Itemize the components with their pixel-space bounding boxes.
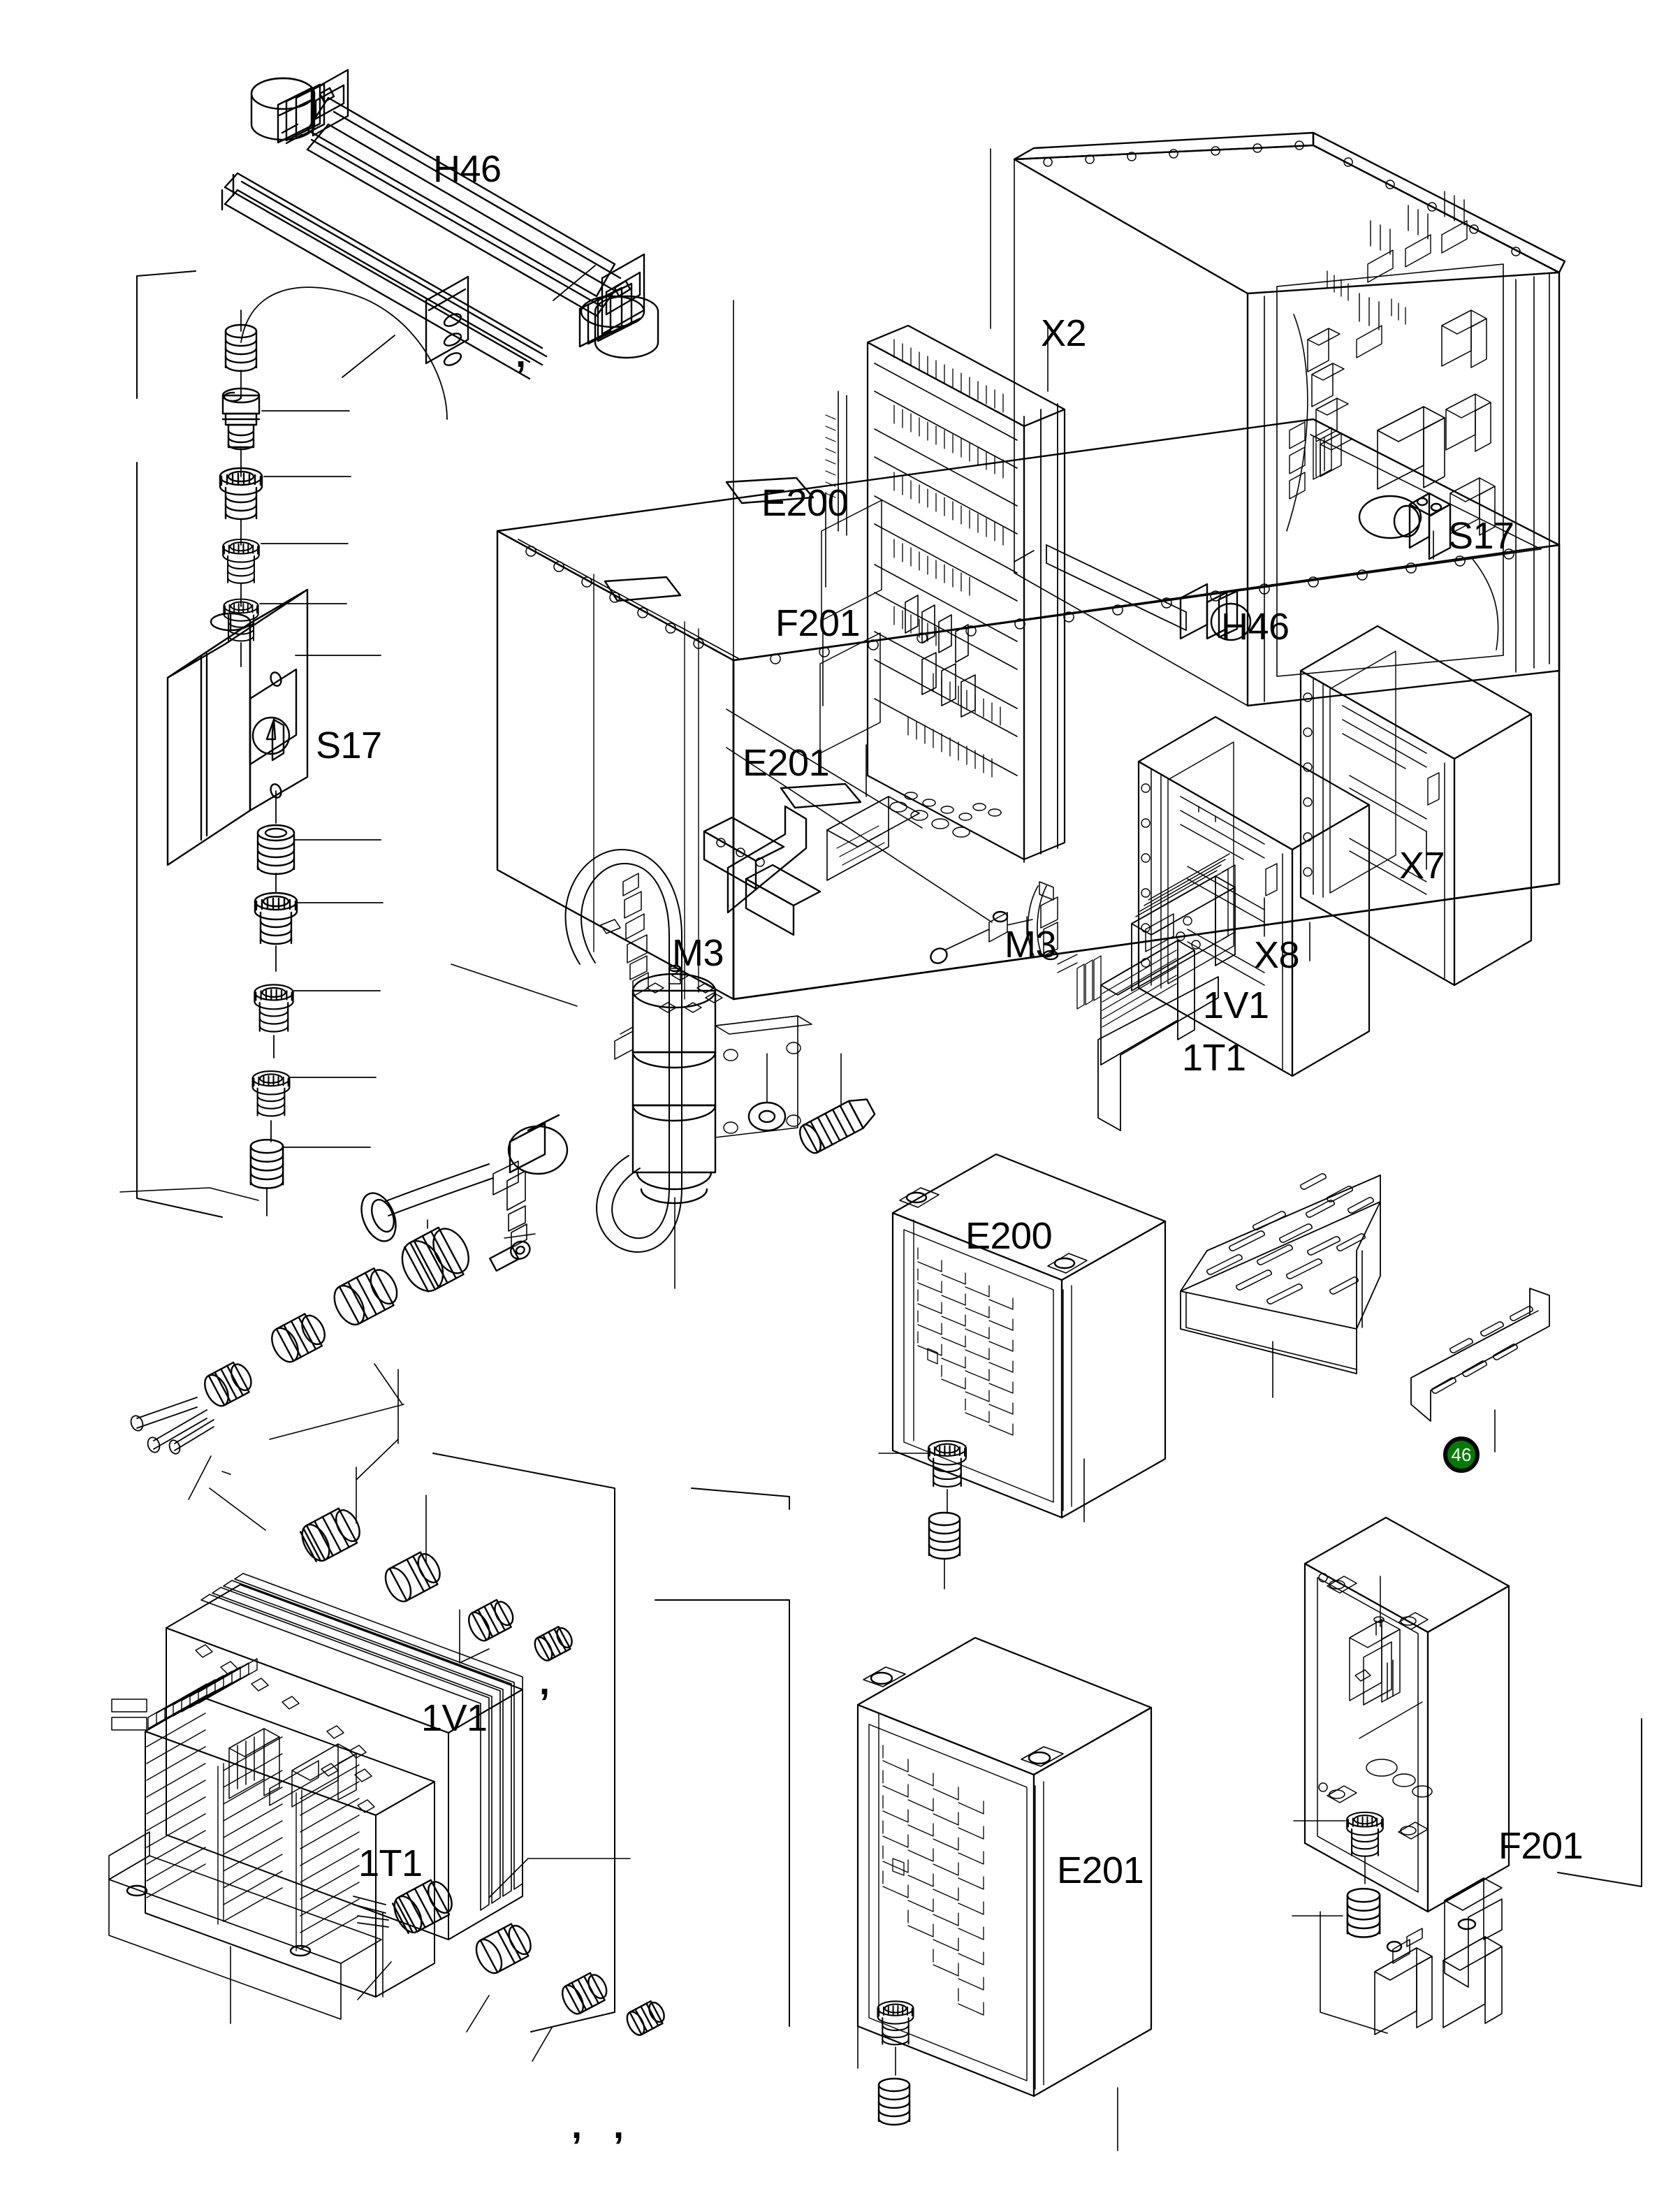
label-1v1-unit: 1V1 bbox=[421, 1697, 488, 1739]
label-x7: X7 bbox=[1399, 845, 1445, 887]
cabinet-1v1-1t1 bbox=[1057, 853, 1236, 1131]
label-f201-unit: F201 bbox=[1498, 1825, 1584, 1867]
label-e201-cabinet: E201 bbox=[743, 742, 830, 784]
h46-cabinet-heater bbox=[1014, 544, 1252, 641]
label-m3-left: M3 bbox=[672, 932, 724, 974]
s17-switch-box bbox=[166, 588, 381, 875]
e201-unit bbox=[856, 1636, 1153, 2151]
x2-terminal-rack bbox=[825, 324, 1066, 881]
1v1-1t1-unit bbox=[108, 1573, 523, 2024]
label-e200-unit: E200 bbox=[965, 1215, 1053, 1257]
main-cabinet bbox=[496, 131, 1566, 1001]
label-s17-cabinet: S17 bbox=[1448, 515, 1514, 557]
label-1v1-cabinet: 1V1 bbox=[1203, 984, 1269, 1026]
label-x8: X8 bbox=[1254, 934, 1300, 976]
cabinet-component-panel bbox=[1276, 191, 1504, 677]
comma-mark-h46: , bbox=[516, 333, 527, 375]
label-m3-cabinet: M3 bbox=[1005, 924, 1057, 966]
callout-badge-46[interactable]: 46 bbox=[1443, 1437, 1480, 1473]
comma-mark-1v1: , bbox=[539, 1661, 550, 1703]
connector-exploded-upper bbox=[119, 1187, 536, 1500]
x7-x8-door-panels bbox=[1137, 625, 1533, 1077]
label-h46-top: H46 bbox=[433, 148, 502, 190]
label-1t1-cabinet: 1T1 bbox=[1182, 1037, 1246, 1079]
left-group-bracket bbox=[136, 270, 223, 1218]
label-e200-cabinet: E200 bbox=[761, 482, 849, 524]
label-s17-left: S17 bbox=[316, 725, 382, 766]
cable-tray-assembly bbox=[1180, 1173, 1550, 1453]
e200-unit bbox=[878, 1153, 1167, 1590]
connector-exploded-1v1 bbox=[209, 1467, 573, 1664]
label-x2: X2 bbox=[1041, 312, 1087, 354]
connector-exploded-1t1 bbox=[353, 1858, 665, 2062]
h46-heater-assembly bbox=[221, 68, 659, 380]
f201-unit bbox=[1292, 1516, 1510, 2035]
s17-gland-stack-lower bbox=[249, 873, 384, 1216]
label-e201-unit: E201 bbox=[1057, 1849, 1144, 1891]
s17-cabinet-box bbox=[1408, 492, 1452, 560]
comma-mark-b: , bbox=[613, 2104, 624, 2146]
cabinet-m3-pump bbox=[930, 881, 1059, 964]
label-1t1-unit: 1T1 bbox=[358, 1842, 423, 1884]
s17-gland-stack-upper bbox=[219, 286, 448, 667]
label-f201-cabinet: F201 bbox=[775, 602, 861, 644]
comma-mark-a: , bbox=[571, 2104, 583, 2146]
label-h46-cabinet: H46 bbox=[1221, 606, 1290, 648]
m3-pump-assembly bbox=[360, 849, 876, 1289]
group-brackets bbox=[432, 1453, 1642, 2032]
